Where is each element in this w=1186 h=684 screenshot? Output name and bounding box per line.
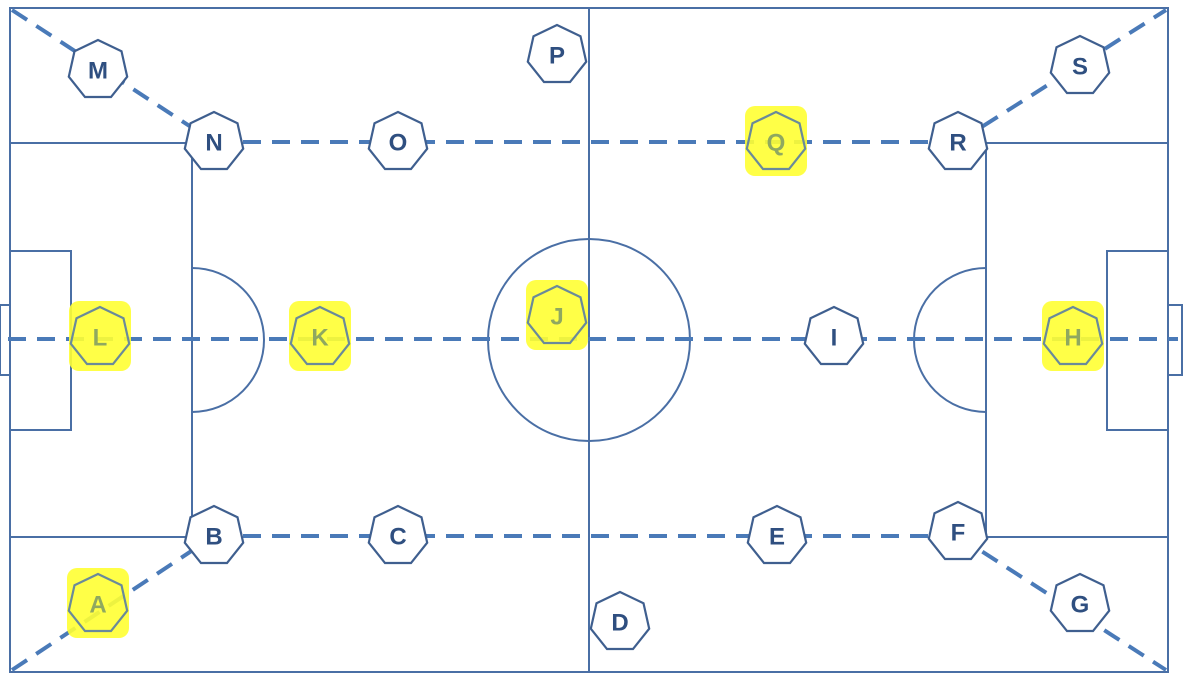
position-marker-a: A [67,568,129,638]
heptagon-marker-shape [367,110,429,171]
position-marker-n: N [183,110,245,171]
position-marker-b: B [183,504,245,565]
position-marker-r: R [927,110,989,171]
position-marker-d: D [589,590,651,651]
position-marker-f: F [927,500,989,561]
position-marker-e: E [746,504,808,565]
position-label: Q [767,130,786,157]
position-marker-h: H [1042,301,1104,371]
position-marker-o: O [367,110,429,171]
heptagon-marker-shape [927,110,989,171]
position-label: H [1064,325,1081,352]
heptagon-marker-shape [67,572,129,633]
heptagon-marker-shape [803,305,865,366]
position-label: J [550,304,563,331]
highlight-mark [69,301,131,371]
position-marker-p: P [526,23,588,84]
highlight-mark [289,301,351,371]
position-label: F [951,520,966,547]
heptagon-marker-shape [367,504,429,565]
position-label: I [831,325,838,352]
position-marker-g: G [1049,572,1111,633]
position-marker-l: L [69,301,131,371]
position-marker-c: C [367,504,429,565]
highlight-mark [67,568,129,638]
highlight-mark [745,106,807,176]
position-label: P [549,43,565,70]
heptagon-marker-shape [1042,305,1104,366]
heptagon-marker-shape [1049,34,1111,95]
highlight-mark [1042,301,1104,371]
position-label: L [93,325,108,352]
position-marker-j: J [526,280,588,350]
position-label: M [88,58,108,85]
heptagon-marker-shape [589,590,651,651]
position-label: A [89,592,106,619]
heptagon-marker-shape [1049,572,1111,633]
connector-lines [8,8,1178,672]
heptagon-marker-shape [745,110,807,171]
position-marker-k: K [289,301,351,371]
heptagon-marker-shape [289,305,351,366]
position-marker-i: I [803,305,865,366]
position-label: N [205,130,222,157]
position-markers: A B C D E F G H I J K L M N O P Q R S [67,23,1111,651]
heptagon-marker-shape [526,284,588,345]
position-label: G [1071,592,1090,619]
heptagon-marker-shape [67,38,129,99]
heptagon-marker-shape [927,500,989,561]
heptagon-marker-shape [526,23,588,84]
highlight-mark [526,280,588,350]
position-label: S [1072,54,1088,81]
position-label: B [205,524,222,551]
position-marker-m: M [67,38,129,99]
position-label: R [949,130,966,157]
position-label: K [311,325,329,352]
heptagon-marker-shape [746,504,808,565]
position-marker-q: Q [745,106,807,176]
position-marker-s: S [1049,34,1111,95]
heptagon-marker-shape [69,305,131,366]
heptagon-marker-shape [183,504,245,565]
heptagon-marker-shape [183,110,245,171]
position-label: C [389,524,406,551]
position-label: D [611,610,628,637]
left-penalty-arc [191,267,265,413]
position-label: O [389,130,408,157]
position-label: E [769,524,785,551]
